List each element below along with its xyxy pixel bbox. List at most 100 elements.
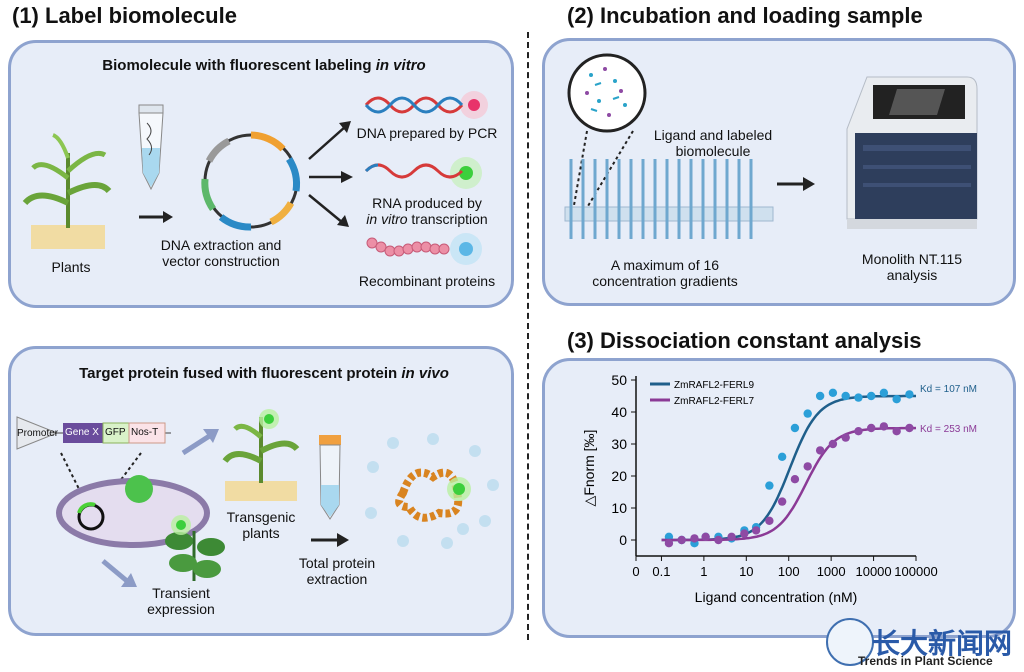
data-point-ZmRAFL2-FERL9 bbox=[803, 409, 812, 418]
data-point-ZmRAFL2-FERL7 bbox=[892, 427, 901, 436]
monolith-instrument-icon bbox=[846, 76, 978, 229]
kd-label-ZmRAFL2-FERL9: Kd = 107 nM bbox=[920, 384, 977, 395]
y-tick-label: 0 bbox=[619, 532, 627, 548]
max-gradients-line2: concentration gradients bbox=[592, 273, 738, 289]
panel-in-vitro-labeling: Biomolecule with fluorescent labeling in… bbox=[8, 40, 514, 308]
data-point-ZmRAFL2-FERL7 bbox=[714, 535, 723, 545]
data-point-ZmRAFL2-FERL9 bbox=[815, 391, 825, 401]
data-point-ZmRAFL2-FERL9 bbox=[854, 393, 863, 402]
total-protein-line2: extraction bbox=[306, 571, 368, 587]
y-tick-label: 10 bbox=[611, 500, 627, 516]
data-point-ZmRAFL2-FERL7 bbox=[777, 497, 787, 506]
branch-arrows-icon bbox=[308, 121, 353, 227]
data-point-ZmRAFL2-FERL9 bbox=[828, 388, 838, 397]
maize-plant-icon bbox=[22, 133, 112, 249]
construct-diagram bbox=[16, 416, 171, 450]
kd-label-ZmRAFL2-FERL7: Kd = 253 nM bbox=[920, 424, 977, 435]
data-point-ZmRAFL2-FERL7 bbox=[803, 462, 812, 471]
construct-promoter: Promoter bbox=[17, 428, 59, 439]
total-protein-label: Total protein extraction bbox=[277, 555, 397, 587]
arrow-icon-extraction bbox=[311, 533, 349, 547]
data-point-ZmRAFL2-FERL7 bbox=[690, 534, 699, 543]
section2-title: (2) Incubation and loading sample bbox=[567, 3, 923, 28]
data-point-ZmRAFL2-FERL7 bbox=[740, 529, 749, 538]
ligand-line2: biomolecule bbox=[675, 143, 751, 159]
data-point-ZmRAFL2-FERL7 bbox=[677, 535, 686, 545]
dna-pcr-label: DNA prepared by PCR bbox=[356, 125, 498, 141]
transient-line1: Transient bbox=[152, 585, 210, 601]
transient-label: Transient expression bbox=[131, 585, 231, 617]
data-point-ZmRAFL2-FERL9 bbox=[841, 391, 850, 401]
transient-line2: expression bbox=[147, 601, 215, 617]
data-point-ZmRAFL2-FERL7 bbox=[815, 446, 825, 455]
data-point-ZmRAFL2-FERL7 bbox=[765, 516, 774, 525]
panel-dissociation-chart bbox=[542, 358, 1016, 638]
dna-extraction-line2: vector construction bbox=[162, 253, 280, 269]
transgenic-plant-icon bbox=[222, 409, 300, 501]
panel-in-vitro-title-text: Biomolecule with fluorescent labeling bbox=[102, 57, 376, 74]
data-point-ZmRAFL2-FERL7 bbox=[790, 475, 800, 484]
section3-title: (3) Dissociation constant analysis bbox=[567, 328, 922, 353]
arrow-icon-to-transient bbox=[101, 559, 137, 587]
dna-extraction-line1: DNA extraction and bbox=[160, 237, 282, 253]
rna-label-line2: in vitro transcription bbox=[347, 211, 507, 227]
x-tick-label: 10000 bbox=[855, 564, 891, 579]
data-point-ZmRAFL2-FERL9 bbox=[892, 395, 901, 404]
panel-in-vivo-title-text: Target protein fused with fluorescent pr… bbox=[79, 365, 402, 382]
panel-in-vivo-title-italic: in vivo bbox=[401, 365, 449, 382]
fit-curve-ZmRAFL2-FERL9 bbox=[661, 394, 916, 542]
x-tick-label: 1 bbox=[700, 564, 707, 579]
y-axis-label: △Fnorm [‰] bbox=[581, 430, 597, 507]
rna-strand-icon bbox=[364, 157, 482, 189]
arrow-icon-to-monolith bbox=[777, 177, 815, 191]
plasmid-icon bbox=[201, 131, 300, 231]
data-point-ZmRAFL2-FERL7 bbox=[701, 532, 710, 541]
data-point-ZmRAFL2-FERL9 bbox=[905, 390, 914, 399]
protein-chain-icon bbox=[366, 233, 482, 265]
ligand-label: Ligand and labeled biomolecule bbox=[633, 127, 793, 159]
max-gradients-label: A maximum of 16 concentration gradients bbox=[565, 257, 765, 289]
construct-gfp: GFP bbox=[105, 427, 126, 438]
falcon-tube-icon bbox=[319, 435, 341, 520]
data-point-ZmRAFL2-FERL7 bbox=[854, 427, 863, 436]
x-axis-label: Ligand concentration (nM) bbox=[695, 589, 858, 605]
transgenic-line1: Transgenic bbox=[226, 509, 296, 525]
data-point-ZmRAFL2-FERL9 bbox=[867, 391, 876, 401]
data-point-ZmRAFL2-FERL9 bbox=[879, 388, 889, 397]
fit-curve-ZmRAFL2-FERL7 bbox=[661, 426, 917, 542]
legend-label-ZmRAFL2-FERL7: ZmRAFL2-FERL7 bbox=[674, 396, 754, 407]
transgenic-label: Transgenic plants bbox=[211, 509, 311, 541]
monolith-line1: Monolith NT.115 bbox=[861, 251, 963, 267]
divider bbox=[527, 32, 529, 640]
construct-nos-t: Nos-T bbox=[131, 427, 159, 438]
data-point-ZmRAFL2-FERL7 bbox=[664, 539, 674, 548]
recombinant-label: Recombinant proteins bbox=[358, 273, 496, 289]
tube-icon bbox=[138, 104, 164, 191]
tobacco-plant-icon bbox=[165, 515, 225, 581]
capillary-rack-icon bbox=[564, 130, 774, 239]
x-tick-label: 0 bbox=[632, 564, 639, 579]
watermark-site: 长大新闻网 bbox=[872, 628, 1013, 659]
x-tick-label: 1000 bbox=[817, 564, 846, 579]
arrow-icon bbox=[139, 211, 173, 223]
rna-label-italic: in vitro bbox=[366, 211, 408, 227]
legend-label-ZmRAFL2-FERL9: ZmRAFL2-FERL9 bbox=[674, 380, 754, 391]
dna-helix-icon bbox=[364, 91, 488, 119]
magnified-solution-icon bbox=[567, 53, 647, 133]
y-tick-label: 40 bbox=[611, 404, 627, 420]
y-tick-label: 20 bbox=[611, 468, 627, 484]
panel-in-vitro-title-italic: in vitro bbox=[375, 57, 426, 74]
y-tick-label: 30 bbox=[611, 436, 627, 452]
data-point-ZmRAFL2-FERL7 bbox=[905, 423, 914, 433]
rna-label: RNA produced by in vitro transcription bbox=[347, 195, 507, 227]
data-point-ZmRAFL2-FERL7 bbox=[751, 526, 761, 535]
x-tick-label: 10 bbox=[739, 564, 753, 579]
plants-label: Plants bbox=[51, 259, 91, 275]
transgenic-line2: plants bbox=[242, 525, 280, 541]
data-point-ZmRAFL2-FERL7 bbox=[828, 439, 838, 449]
dna-extraction-label: DNA extraction and vector construction bbox=[131, 237, 311, 269]
data-point-ZmRAFL2-FERL7 bbox=[879, 422, 889, 431]
rna-label-rest: transcription bbox=[407, 211, 488, 227]
x-tick-label: 0.1 bbox=[652, 564, 670, 579]
